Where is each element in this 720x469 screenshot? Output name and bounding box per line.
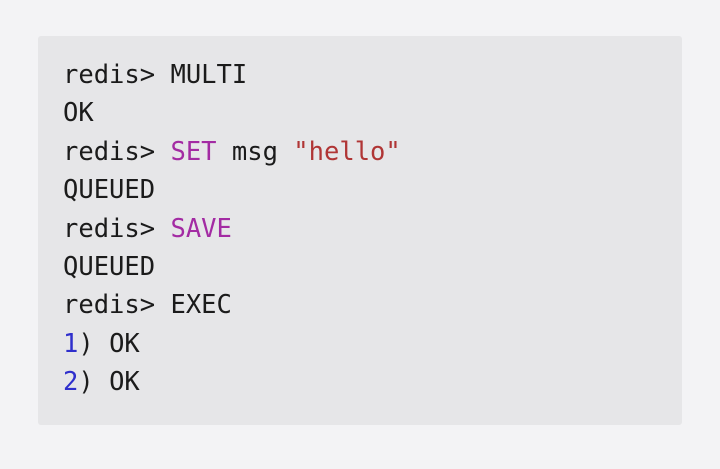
terminal-text: msg (216, 136, 294, 167)
terminal-keyword: SET (170, 136, 217, 167)
terminal-output-line: 1) OK (63, 325, 682, 363)
terminal-input-line: redis> SET msg "hello" (63, 133, 682, 171)
terminal-output-line: 2) OK (63, 363, 682, 401)
terminal-text: QUEUED (63, 251, 156, 282)
terminal-input-line: redis> MULTI (63, 56, 682, 94)
terminal-output-line: QUEUED (63, 171, 682, 209)
terminal-input-line: redis> EXEC (63, 286, 682, 324)
terminal-output-line: OK (63, 94, 682, 132)
terminal-result-index: 2 (63, 367, 79, 398)
terminal-text: ) OK (78, 367, 140, 398)
terminal-text: EXEC (170, 290, 232, 321)
terminal-output-line: QUEUED (63, 248, 682, 286)
terminal-keyword: SAVE (170, 213, 232, 244)
terminal-text: MULTI (170, 60, 248, 90)
terminal-prompt: redis> (63, 136, 171, 167)
terminal-prompt: redis> (63, 213, 171, 244)
terminal-input-line: redis> SAVE (63, 210, 682, 248)
terminal-prompt: redis> (63, 290, 171, 321)
terminal-text: ) OK (78, 328, 140, 359)
terminal-transcript: redis> MULTI OK redis> SET msg "hello" QUEU… (63, 56, 682, 402)
terminal-text: QUEUED (63, 175, 156, 206)
terminal-result-index: 1 (63, 328, 79, 359)
terminal-code-panel: redis> MULTI OK redis> SET msg "hello" QUEU… (38, 36, 682, 425)
terminal-text: OK (63, 98, 94, 129)
terminal-string: "hello" (293, 136, 401, 167)
terminal-prompt: redis> (63, 60, 171, 90)
